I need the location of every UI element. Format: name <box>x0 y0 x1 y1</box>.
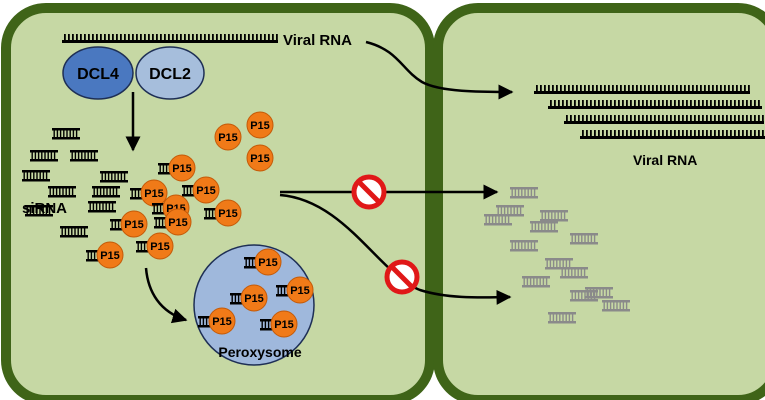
p15-label: P15 <box>250 153 270 165</box>
right-cell <box>433 3 765 400</box>
no-entry-icon <box>384 259 420 295</box>
p15-sirna-complex: P15 <box>204 199 242 227</box>
p15-sirna-complex: P15 <box>230 284 268 312</box>
p15-label: P15 <box>100 250 120 262</box>
p15-label: P15 <box>218 132 238 144</box>
sirna-duplex-icon <box>100 171 128 183</box>
p15-sirna-complex: P15 <box>182 176 220 204</box>
dcl2-enzyme: DCL2 <box>135 46 205 100</box>
sirna-duplex-icon <box>522 276 550 288</box>
p15-label: P15 <box>196 185 216 197</box>
sirna-duplex-icon <box>510 187 538 199</box>
sirna-duplex-icon <box>22 170 50 182</box>
sirna-duplex-icon <box>48 186 76 198</box>
p15-label: P15 <box>290 285 310 297</box>
dcl4-enzyme: DCL4 <box>62 46 134 100</box>
sirna-duplex-icon <box>570 290 598 302</box>
viral-rna-label-top: Viral RNA <box>283 32 352 49</box>
p15-label: P15 <box>244 293 264 305</box>
p15-label: P15 <box>218 208 238 220</box>
dcl2-label: DCL2 <box>149 66 191 83</box>
rna-strand-icon <box>564 115 764 124</box>
p15-label: P15 <box>172 163 192 175</box>
p15-sirna-complex: P15 <box>130 179 168 207</box>
viral-rna-strand <box>62 34 278 43</box>
rna-strand-icon <box>548 100 762 109</box>
sirna-duplex-icon <box>92 186 120 198</box>
sirna-duplex-icon <box>70 150 98 162</box>
p15-sirna-complex: P15 <box>198 307 236 335</box>
moved-sirna-group <box>484 187 630 324</box>
sirna-duplex-icon <box>484 214 512 226</box>
p15-sirna-complex: P15 <box>86 241 124 269</box>
sirna-duplex-icon <box>30 150 58 162</box>
sirna-duplex-icon <box>52 128 80 140</box>
p15-sirna-complex: P15 <box>244 248 282 276</box>
sirna-duplex-icon <box>540 210 568 222</box>
no-entry-icon <box>351 174 387 210</box>
p15-label: P15 <box>124 219 144 231</box>
p15-label: P15 <box>168 217 188 229</box>
peroxysome-label: Peroxysome <box>218 344 301 360</box>
dcl4-label: DCL4 <box>77 66 119 83</box>
sirna-duplex-icon <box>60 226 88 238</box>
sirna-duplex-icon <box>548 312 576 324</box>
free-sirna-group <box>22 128 128 238</box>
p15-label: P15 <box>258 257 278 269</box>
p15-sirna-complex: P15 <box>158 154 196 182</box>
sirna-duplex-icon <box>88 201 116 213</box>
rna-strand-icon <box>580 130 765 139</box>
p15-protein: P15 <box>246 144 274 172</box>
sirna-duplex-icon <box>510 240 538 252</box>
viral-rna-strands-right <box>534 85 765 139</box>
p15-label: P15 <box>212 316 232 328</box>
peroxysome-import-arrow <box>144 267 188 324</box>
p15-sirna-complex: P15 <box>276 276 314 304</box>
rna-strand-icon <box>62 34 278 43</box>
p15-protein: P15 <box>246 111 274 139</box>
viral-rna-label-right: Viral RNA <box>633 152 697 168</box>
p15-label: P15 <box>150 241 170 253</box>
sirna-duplex-icon <box>25 205 53 217</box>
rna-strand-icon <box>534 85 750 94</box>
sirna-duplex-icon <box>545 258 573 270</box>
sirna-duplex-icon <box>570 233 598 245</box>
sirna-duplex-icon <box>560 267 588 279</box>
p15-label: P15 <box>144 188 164 200</box>
p15-sirna-complex: P15 <box>154 208 192 236</box>
p15-label: P15 <box>274 319 294 331</box>
p15-sirna-complex: P15 <box>110 210 148 238</box>
rna-movement-arrow <box>365 40 514 100</box>
sirna-duplex-icon <box>602 300 630 312</box>
p15-protein: P15 <box>214 123 242 151</box>
p15-sirna-complex: P15 <box>136 232 174 260</box>
sirna-duplex-icon <box>530 221 558 233</box>
p15-label: P15 <box>250 120 270 132</box>
sirna-duplex-icon <box>585 287 613 299</box>
p15-sirna-complex: P15 <box>260 310 298 338</box>
